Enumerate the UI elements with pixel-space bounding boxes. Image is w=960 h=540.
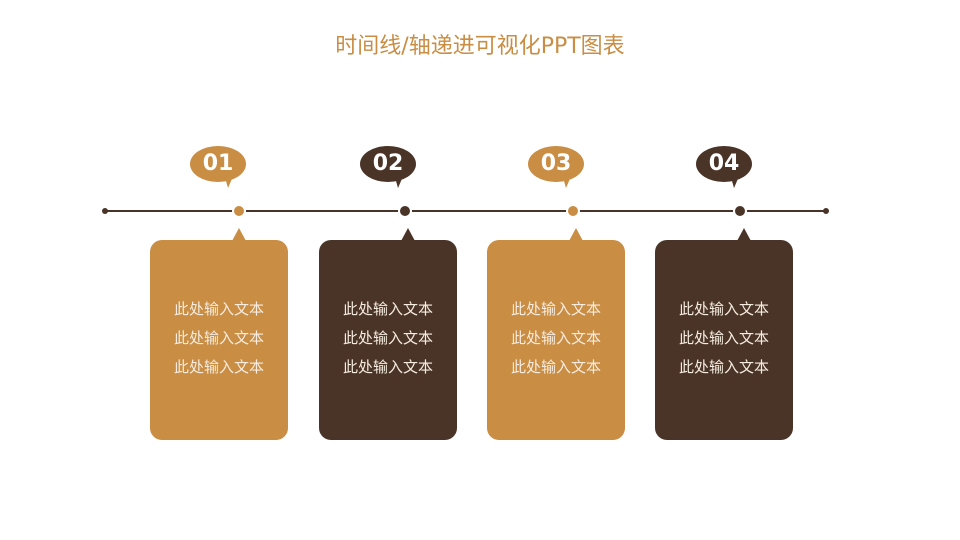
step-4-card: 此处输入文本 此处输入文本 此处输入文本: [655, 228, 793, 440]
step-3-text-line: 此处输入文本: [510, 300, 601, 318]
step-1-text-line: 此处输入文本: [173, 329, 264, 347]
timeline-end-cap: [823, 208, 829, 214]
step-1-text-line: 此处输入文本: [173, 300, 264, 318]
step-2-text-line: 此处输入文本: [342, 358, 433, 376]
step-1-number: 01: [202, 151, 234, 176]
step-2-number: 02: [372, 151, 404, 176]
step-2-node: [398, 204, 412, 218]
step-3-text-line: 此处输入文本: [510, 358, 601, 376]
step-2-number-bubble: 02: [360, 146, 416, 188]
bubble-tail-icon: [224, 174, 234, 188]
card-pointer-icon: [569, 228, 583, 241]
bubble-tail-icon: [394, 174, 404, 188]
timeline-start-cap: [102, 208, 108, 214]
step-2-card: 此处输入文本 此处输入文本 此处输入文本: [319, 228, 457, 440]
bubble-tail-icon: [730, 174, 740, 188]
step-4-text-line: 此处输入文本: [678, 358, 769, 376]
step-4-text-line: 此处输入文本: [678, 300, 769, 318]
card-pointer-icon: [401, 228, 415, 241]
step-1-number-bubble: 01: [190, 146, 246, 188]
step-3-number-bubble: 03: [528, 146, 584, 188]
step-4-text-line: 此处输入文本: [678, 329, 769, 347]
step-3-node: [566, 204, 580, 218]
bubble-tail-icon: [562, 174, 572, 188]
card-pointer-icon: [737, 228, 751, 241]
step-3-card: 此处输入文本 此处输入文本 此处输入文本: [487, 228, 625, 440]
slide-title: 时间线/轴递进可视化PPT图表: [335, 34, 625, 59]
step-3-number: 03: [540, 151, 572, 176]
step-4-number: 04: [708, 151, 740, 176]
timeline-axis: [105, 210, 826, 212]
step-1-node: [232, 204, 246, 218]
card-pointer-icon: [232, 228, 246, 241]
step-2-text-line: 此处输入文本: [342, 329, 433, 347]
step-4-node: [733, 204, 747, 218]
step-3-text-line: 此处输入文本: [510, 329, 601, 347]
step-1-text-line: 此处输入文本: [173, 358, 264, 376]
step-4-number-bubble: 04: [696, 146, 752, 188]
step-1-card: 此处输入文本 此处输入文本 此处输入文本: [150, 228, 288, 440]
step-2-text-line: 此处输入文本: [342, 300, 433, 318]
